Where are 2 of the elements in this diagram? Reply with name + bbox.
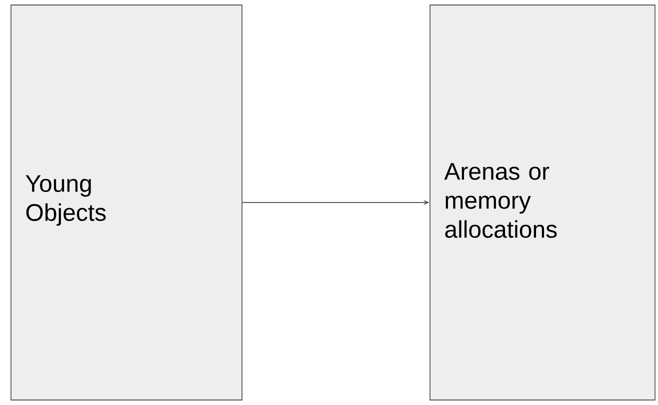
process-box: Arenas or memory allocations xyxy=(430,4,656,400)
process-box: Young Objects xyxy=(10,4,242,400)
